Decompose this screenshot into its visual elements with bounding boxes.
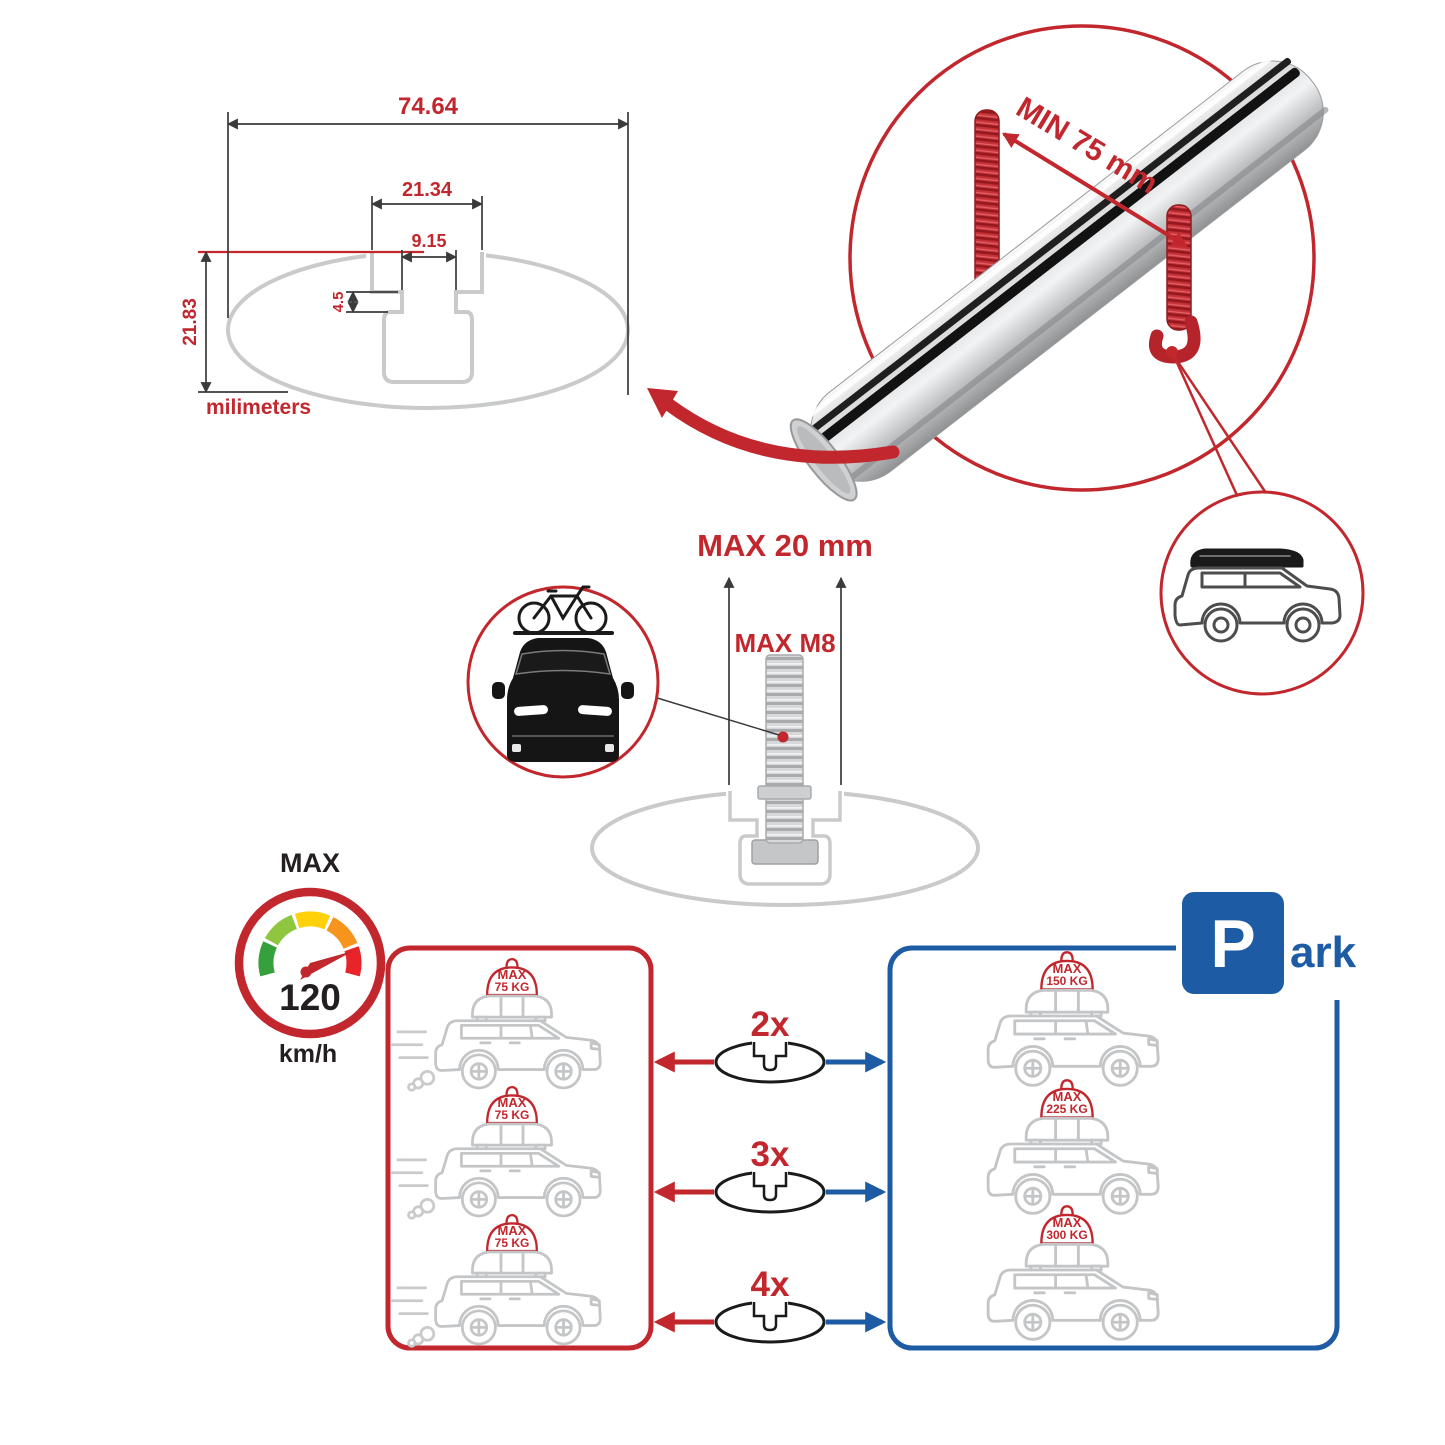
- suv-windows: [1200, 571, 1302, 589]
- driving-badge-1-label: MAX: [498, 967, 527, 982]
- bar-photo-circle: MIN 75 mm: [789, 24, 1329, 502]
- t-slot-channel-outline: [370, 252, 484, 384]
- curved-arrow-to-diagram: [647, 388, 900, 464]
- pointer-line-2: [1172, 355, 1270, 497]
- dimension-lines: [198, 112, 630, 395]
- driving-badge-2-weight: 75 KG: [495, 1108, 530, 1122]
- car-foglight-right: [605, 744, 614, 752]
- pointer-line-1: [1172, 355, 1242, 503]
- bolt-dimension-diagram: MAX 20 mm MAX M8: [590, 528, 980, 907]
- count-4x: 4x: [751, 1265, 790, 1304]
- speed-value: 120: [279, 977, 341, 1018]
- driving-badge-1-weight: 75 KG: [495, 980, 530, 994]
- min-spacing-arrow: [1001, 132, 1189, 248]
- parked-badge-3-label: MAX: [1053, 1215, 1082, 1230]
- speed-limit-gauge: MAX 120 km/h: [234, 848, 386, 1068]
- parking-letter: P: [1210, 906, 1255, 982]
- crossbar-oval-2: [714, 1169, 826, 1214]
- car-front-icon: [492, 638, 634, 762]
- suv-rear-hub: [1212, 616, 1230, 634]
- gauge-pivot: [300, 966, 312, 978]
- parked-badge-2-label: MAX: [1053, 1089, 1082, 1104]
- count-3x: 3x: [751, 1135, 790, 1174]
- parked-badge-1-weight: 150 KG: [1046, 974, 1087, 988]
- parked-badge-2-weight: 225 KG: [1046, 1102, 1087, 1116]
- parked-cars: MAX 150 KG MAX 225 KG MAX 300 KG: [986, 950, 1160, 1341]
- parked-badge-3-weight: 300 KG: [1046, 1228, 1087, 1242]
- car-headlight-right: [577, 705, 612, 716]
- car-mirror-right: [621, 682, 634, 699]
- gauge-needle: [300, 951, 353, 980]
- parking-sign: P ark: [1176, 888, 1357, 1000]
- overall-width-label: 74.64: [398, 93, 459, 120]
- right-hook-coil: [1166, 204, 1192, 331]
- overall-height-label: 21.83: [180, 298, 201, 346]
- parking-sign-square: [1182, 892, 1284, 994]
- car-windshield: [514, 649, 612, 675]
- speed-max-label: MAX: [280, 848, 340, 878]
- suv-roofbox-circle: [1159, 490, 1365, 696]
- crossbar-cross-section-diagram: 74.64 21.34 9.15 4.5 21.83 milimeters: [180, 93, 630, 419]
- driving-badge-2-label: MAX: [498, 1095, 527, 1110]
- count-2x: 2x: [751, 1005, 790, 1044]
- driving-badge-3-weight: 75 KG: [495, 1236, 530, 1250]
- bike-icon: [513, 585, 614, 635]
- suv-with-roofbox: [1173, 548, 1342, 643]
- car-foglight-left: [512, 744, 521, 752]
- bike-on-roof-circle: [466, 585, 780, 779]
- slot-depth-label: 4.5: [330, 292, 347, 313]
- car-headlight-left: [514, 705, 549, 716]
- speed-units: km/h: [279, 1040, 337, 1068]
- bolt-threaded-shaft: [765, 654, 804, 844]
- slot-width-label: 9.15: [411, 231, 446, 251]
- channel-width-label: 21.34: [402, 179, 453, 201]
- driving-cars: MAX 75 KG MAX 75 KG MAX 75 KG: [391, 957, 602, 1348]
- max-thread-label: MAX M8: [734, 628, 835, 658]
- parking-suffix: ark: [1290, 928, 1357, 977]
- profile-drawing: [226, 245, 630, 410]
- crossbar-oval-3: [714, 1299, 826, 1344]
- suv-front-hub: [1294, 616, 1312, 634]
- gauge-arc: [258, 911, 362, 977]
- load-capacity-section: MAX 75 KG MAX 75 KG MAX 75 KG MAX 150 KG…: [385, 888, 1357, 1351]
- crossbar-oval-1: [714, 1039, 826, 1084]
- max-bolt-length-label: MAX 20 mm: [697, 528, 873, 563]
- crossbar-count-column: 2x 3x 4x: [653, 1005, 887, 1344]
- bolt-pointer-dot: [777, 731, 789, 743]
- hook-pointer-dot: [1166, 346, 1178, 358]
- car-mirror-left: [492, 682, 505, 699]
- units-label: milimeters: [206, 396, 311, 419]
- bar-shade: [846, 106, 1329, 482]
- roof-box: [1190, 548, 1304, 568]
- driving-badge-3-label: MAX: [498, 1223, 527, 1238]
- bike-circle-leader: [653, 696, 780, 736]
- bolt-collar: [757, 785, 812, 800]
- parked-badge-1-label: MAX: [1053, 961, 1082, 976]
